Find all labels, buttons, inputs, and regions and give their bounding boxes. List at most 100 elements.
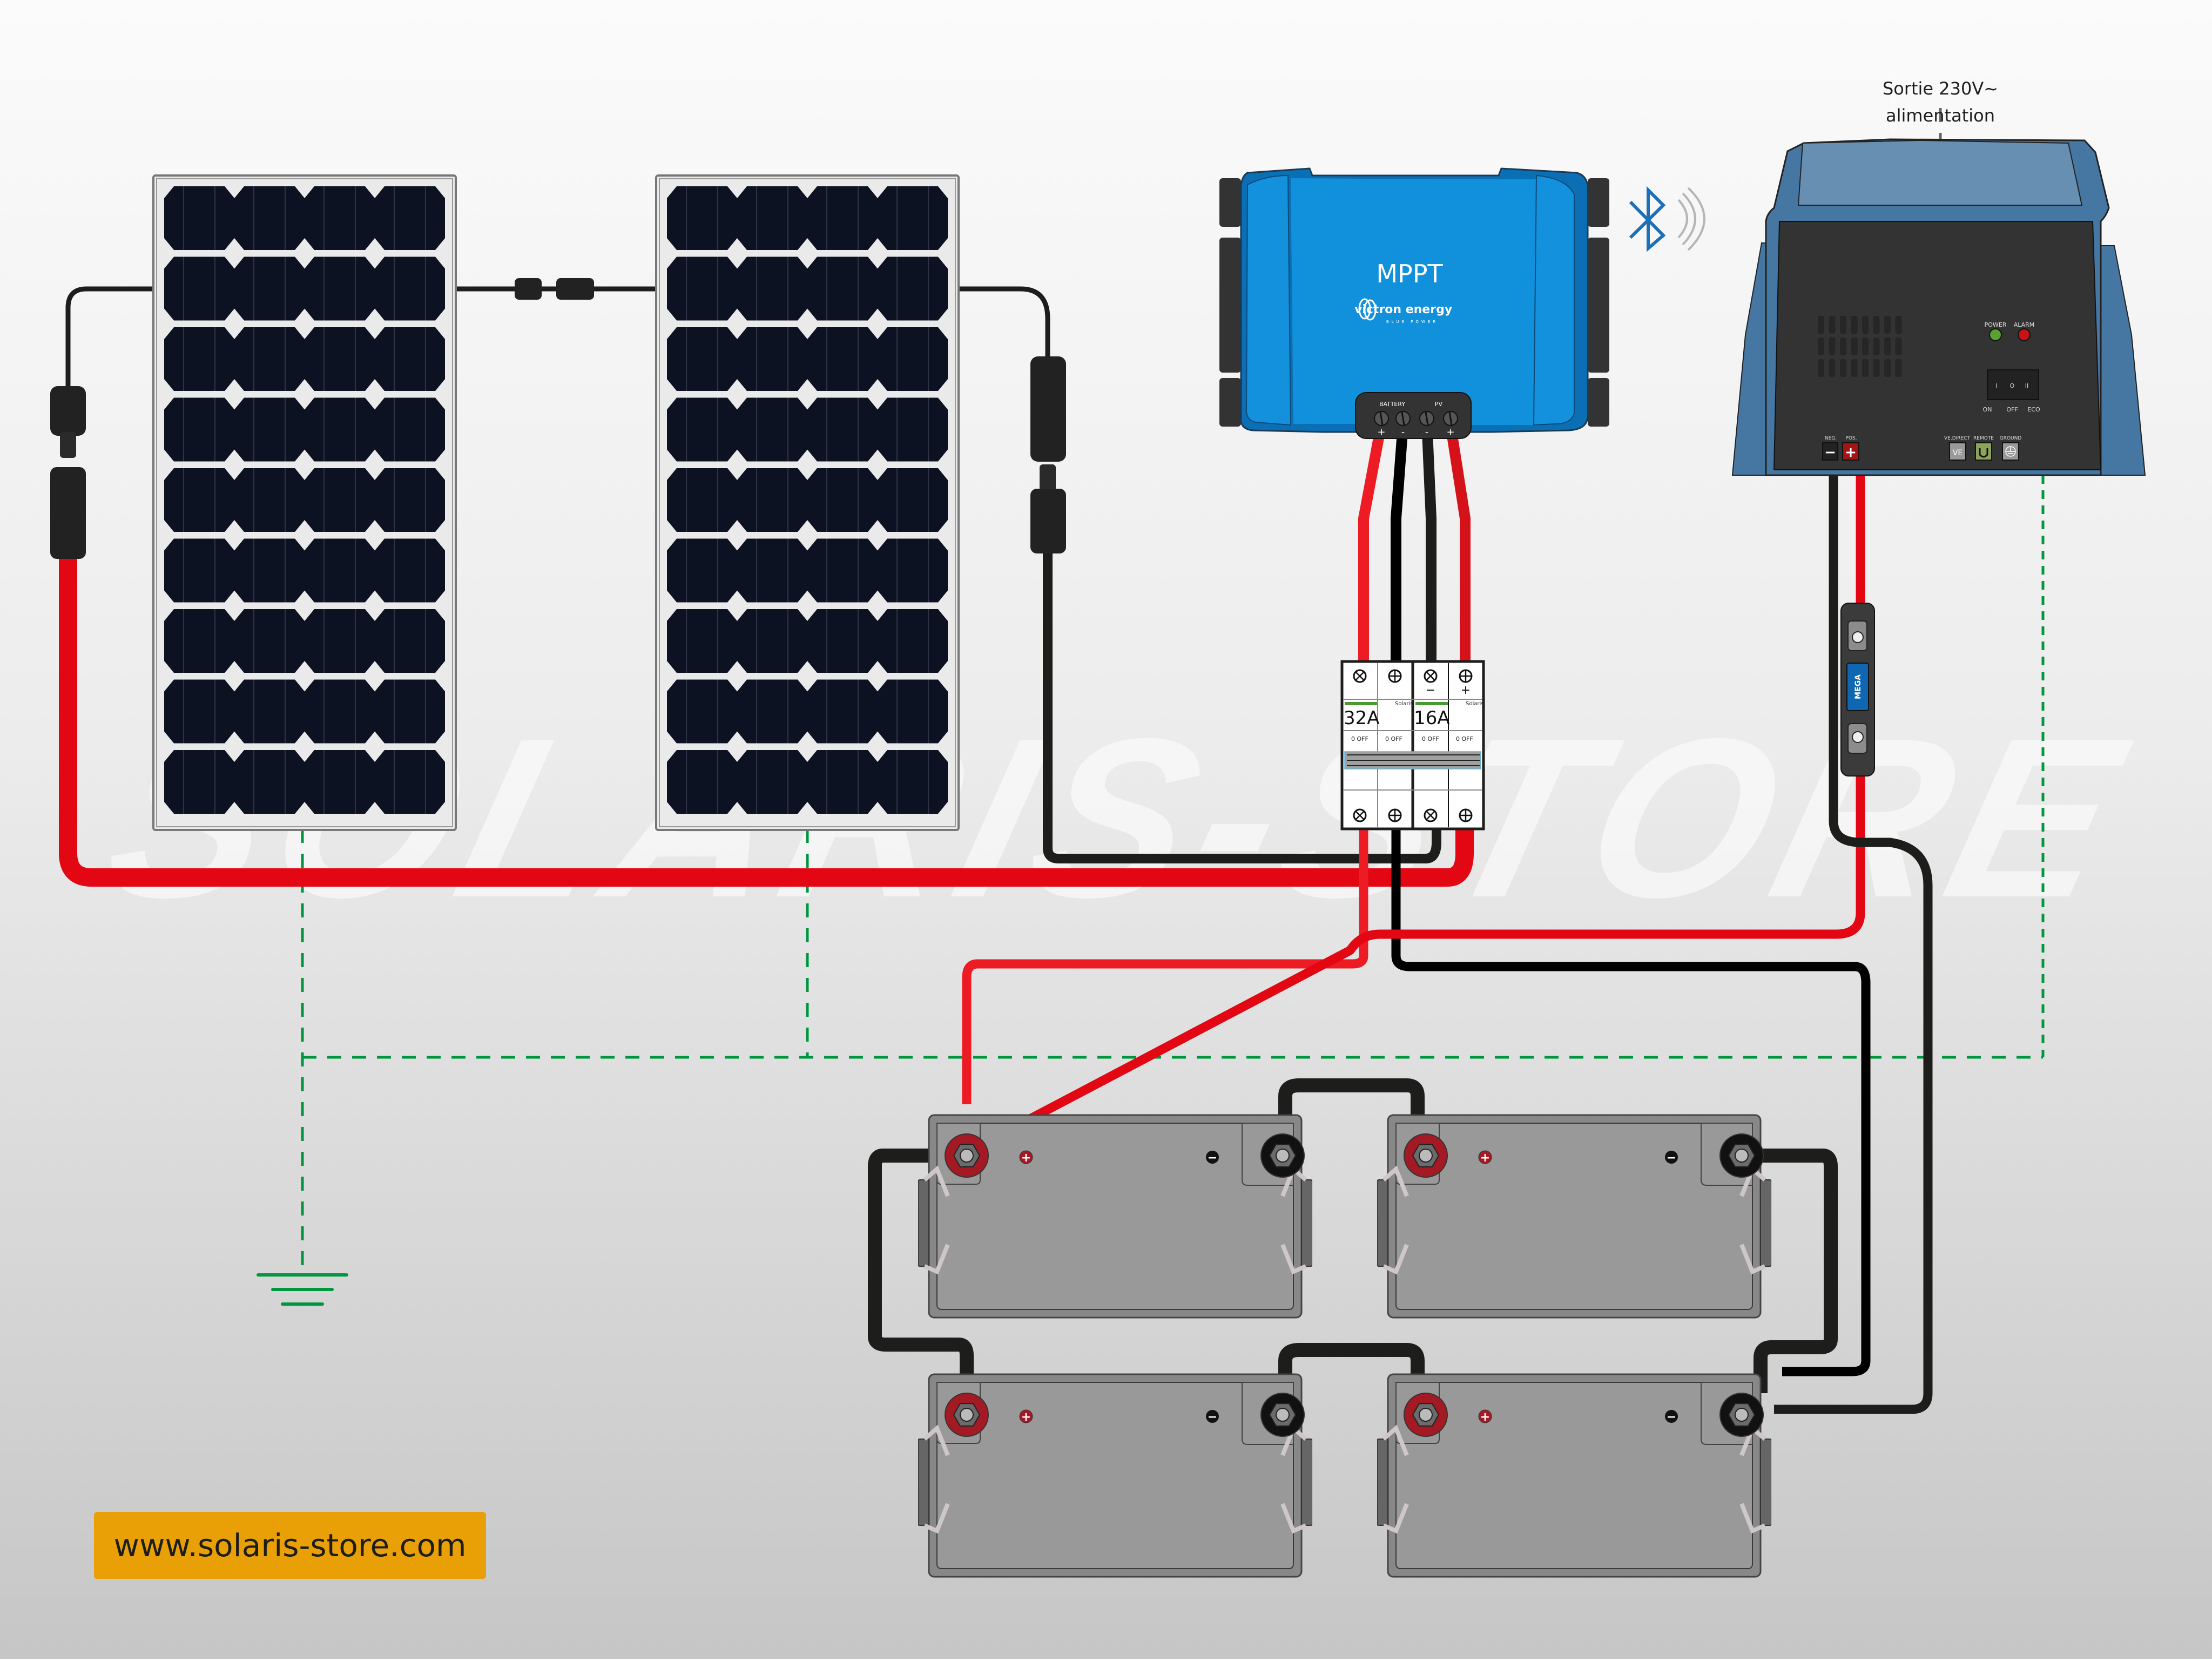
solar-cell [878,256,948,321]
wireless-signal-icon [1677,187,1705,251]
mc4-male-connector-left [50,386,86,436]
inverter-mode-switch[interactable] [1987,369,2039,400]
solar-cell [375,327,445,391]
breaker-polarity-plus: + [1461,684,1471,697]
terminal-label-neg: NEG. [1825,436,1837,441]
positive-sign: + [1021,1151,1031,1165]
inverter-output-annotation-line2: alimentation [1886,105,1995,126]
solar-cell [807,750,878,814]
solar-cell [807,679,878,744]
breaker-brand-1: Solaris [1395,701,1413,707]
mppt-brand-sub: BLUE POWER [1386,320,1438,324]
inverter-led-label-power: POWER [1985,321,2007,328]
breaker-1b-state[interactable]: 0 OFF [1385,735,1402,742]
alarm-led-icon [2018,328,2031,341]
solar-cell [737,679,807,744]
solar-cell [375,186,445,250]
inverter-brand: victron energy [1889,79,1898,133]
solar-cell [305,397,375,462]
inverter-led-label-alarm: ALARM [2014,321,2035,328]
mppt-terminal-sign: + [1446,427,1454,438]
solar-panel-2 [655,174,960,831]
solar-cell [234,327,305,391]
solar-cell [737,186,807,250]
breaker-1a-state[interactable]: 0 OFF [1351,735,1368,742]
mppt-terminal-sign: + [1377,427,1385,438]
vedirect-port[interactable] [1949,442,1966,461]
solar-cell [737,468,807,532]
solar-cell [807,468,878,532]
switch-label-eco: ECO [2027,406,2040,413]
inverter-negative-terminal[interactable] [1822,442,1838,461]
solar-cell [807,327,878,391]
inverter-positive-terminal[interactable] [1842,442,1859,461]
bluetooth-icon [1629,186,1666,252]
solar-cell [234,468,305,532]
solar-cell [878,538,948,603]
solar-cell [234,256,305,321]
switch-label-off: OFF [2006,406,2018,413]
solar-cell [234,750,305,814]
solar-cell [737,609,807,673]
solar-cell [375,468,445,532]
negative-sign: − [1208,1410,1217,1424]
inverter-front-panel [1773,221,2102,470]
mppt-terminal-group-battery: BATTERY [1379,401,1405,408]
mppt-terminal-sign: - [1425,427,1429,438]
port-label-ground: GROUND [2000,436,2022,441]
mc4-female-connector-right [1030,356,1066,462]
solar-cell [164,679,234,744]
solar-cell [375,679,445,744]
vedirect-port-text: VE [1953,449,1963,457]
solar-panel-1 [152,174,457,831]
website-link[interactable]: www.solaris-store.com [94,1512,486,1579]
positive-sign: + [1480,1151,1490,1165]
ground-wiring [301,108,2045,1269]
inverter-vents [1818,316,1902,377]
ground-symbol-icon [2005,446,2016,457]
solar-cell [667,256,737,321]
solar-cell [878,468,948,532]
battery-top-right: +− [1377,1115,1771,1318]
solar-cell [878,750,948,814]
solar-cell [234,397,305,462]
solar-cell [375,538,445,603]
minus-marker-icon [1665,1410,1678,1423]
earth-ground-icon [257,1273,348,1306]
solar-cell [878,186,948,250]
solar-cell [305,468,375,532]
solar-cell [164,397,234,462]
battery-top-left: +− [918,1115,1312,1318]
solar-cell [164,186,234,250]
mc4-panel-link-connector-a [515,278,542,300]
mega-fuse-holder: MEGA [1840,603,1875,777]
mc4-connectors [50,278,1066,559]
solar-cell [305,609,375,673]
solar-cell [878,397,948,462]
solar-cell [375,397,445,462]
solar-cell [375,750,445,814]
solar-cell [737,750,807,814]
inverter: victron energy POWER ALARM I O II ON OFF… [1731,78,2146,476]
solar-cell [164,750,234,814]
plus-marker-icon [1019,1150,1033,1164]
solar-cell [878,679,948,744]
switch-symbol-eco: II [2025,382,2029,389]
breaker-screw-icon [1353,808,1367,822]
cables [59,286,1933,1414]
mc4-panel-link-connector-b [556,278,594,300]
solar-cell [305,327,375,391]
solar-cell [234,679,305,744]
solar-cell [667,397,737,462]
solar-cell [305,538,375,603]
breaker-2b-state[interactable]: 0 OFF [1456,735,1473,742]
solar-cell [164,327,234,391]
solar-cell [667,327,737,391]
breaker-2a-state[interactable]: 0 OFF [1422,735,1439,742]
solar-cell [164,609,234,673]
positive-sign: + [1480,1410,1490,1424]
plus-marker-icon [1478,1150,1492,1164]
positive-sign: + [1021,1410,1031,1424]
